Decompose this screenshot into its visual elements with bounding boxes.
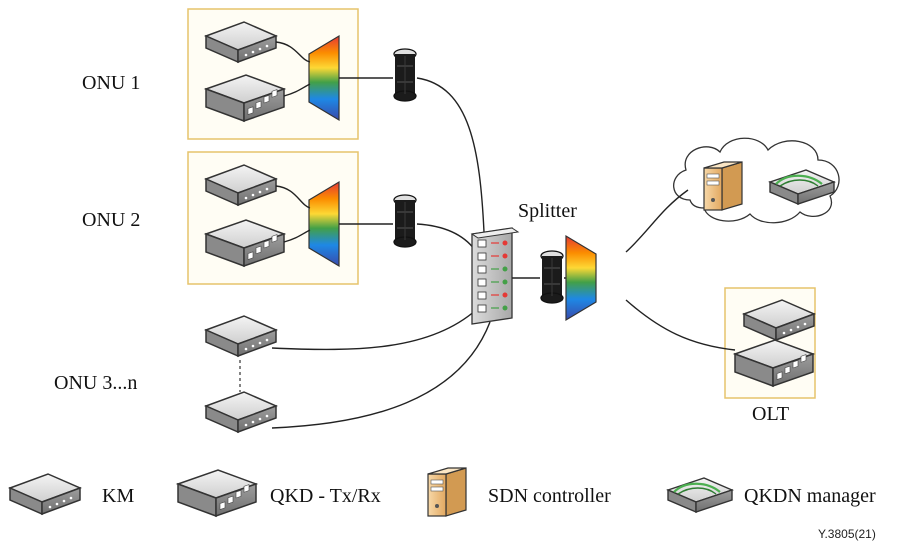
olt-wavelength-mux <box>565 235 597 321</box>
onu1-label: ONU 1 <box>82 72 140 94</box>
onu3-km-device <box>205 315 277 357</box>
legend-sdn-label: SDN controller <box>488 485 611 507</box>
legend-qkdn-manager-label: QKDN manager <box>744 485 876 507</box>
legend-sdn-icon <box>427 467 467 517</box>
legend-qkdn-manager-icon <box>666 476 734 514</box>
onu2-label: ONU 2 <box>82 209 140 231</box>
splitter-label: Splitter <box>518 200 577 222</box>
splitter-device <box>470 227 520 325</box>
olt-label: OLT <box>752 403 789 425</box>
onu1-fiber-spool <box>393 48 417 102</box>
legend: KM QKD - Tx/Rx SDN controller QKDN manag… <box>9 467 876 517</box>
olt-fiber-spool <box>540 250 564 304</box>
cloud-sdn-controller <box>703 161 743 211</box>
onun-km-device <box>205 391 277 433</box>
figure-id: Y.3805(21) <box>818 527 876 541</box>
legend-km-label: KM <box>102 485 134 507</box>
legend-km-icon <box>9 473 81 515</box>
onu2-fiber-spool <box>393 194 417 248</box>
legend-qkd-label: QKD - Tx/Rx <box>270 485 381 507</box>
onu3-label: ONU 3...n <box>54 372 137 394</box>
legend-qkd-icon <box>177 469 257 517</box>
